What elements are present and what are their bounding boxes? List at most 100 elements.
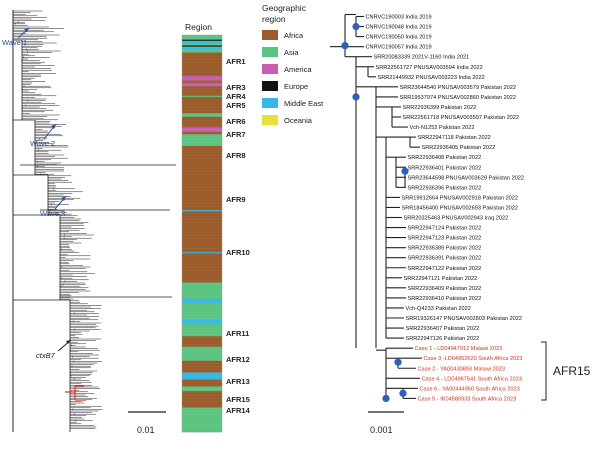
legend-label: Asia <box>284 48 299 57</box>
tip-label: SRR22947126 Pakistan 2022 <box>406 336 480 342</box>
tip-label: SRR22936410 Pakistan 2022 <box>408 296 482 302</box>
clade-label-afr12: AFR12 <box>226 355 250 364</box>
region-band <box>182 82 222 87</box>
legend-swatch <box>262 98 278 108</box>
tip-label: SRR22947123 Pakistan 2022 <box>408 236 482 242</box>
legend-swatch <box>262 115 278 125</box>
tip-label: Vch-N1252 Pakistan 2022 <box>410 125 475 131</box>
tip-label: SRR22936409 Pakistan 2022 <box>408 286 482 292</box>
tip-label: SRR19326147 PNUSAV002803 Pakistan 2022 <box>406 316 523 322</box>
tip-label: SRR22561718 PNUSAV003597 Pakistan 2022 <box>403 115 520 121</box>
case-tip-label: Case 2 - YA00430893 Malawi 2023 <box>418 366 506 372</box>
region-band <box>182 360 222 373</box>
clade-label-afr4: AFR4 <box>226 92 246 101</box>
wave-1-label: Wave 1 <box>2 38 27 47</box>
region-band <box>182 391 222 408</box>
tip-label: SRR19912664 PNUSAV002918 Pakistan 2022 <box>402 195 519 201</box>
right-scale-label: 0.001 <box>370 425 393 435</box>
tree-node <box>401 167 409 175</box>
region-band <box>182 40 222 43</box>
case-tip-label: Case 6 - YA00444950 South Africa 2023 <box>420 386 520 392</box>
clade-label-afr14: AFR14 <box>226 406 251 415</box>
region-band <box>182 346 222 362</box>
region-band <box>182 113 222 118</box>
region-band <box>182 379 222 387</box>
clade-label-afr15: AFR15 <box>226 395 250 404</box>
region-header: Region <box>185 22 212 32</box>
case-tip-label: Case 3 -LD04952620 South Africa 2023 <box>424 356 523 362</box>
legend-swatch <box>262 64 278 74</box>
case-tip-label: Case 5 - IK04580933 South Africa 2023 <box>418 396 517 402</box>
region-band <box>182 127 222 133</box>
arrow-icon <box>51 124 56 129</box>
region-band <box>182 47 222 50</box>
region-band <box>182 253 222 283</box>
tip-label: SRR22936396 Pakistan 2022 <box>408 185 482 191</box>
afr15-bracket <box>541 341 547 401</box>
tree-node <box>382 394 390 402</box>
legend-title-line1: Geographic <box>262 3 307 13</box>
clade-label-afr8: AFR8 <box>226 151 246 160</box>
tree-node <box>394 358 402 366</box>
region-band <box>182 49 222 53</box>
legend: Geographic region AfricaAsiaAmericaEurop… <box>262 3 324 125</box>
legend-swatch <box>262 47 278 57</box>
arrow-icon <box>24 28 29 32</box>
tip-label: CNRVC190057 India 2019 <box>366 45 432 51</box>
tip-label: SRR22936399 Pakistan 2022 <box>403 105 477 111</box>
clade-label-afr1: AFR1 <box>226 57 246 66</box>
wave-2-marker: Wave 2 <box>30 123 57 148</box>
ctxb7-label: ctxB7 <box>36 351 56 360</box>
region-band <box>182 43 222 46</box>
legend-label: America <box>284 65 312 74</box>
detail-tree-branches <box>330 13 422 399</box>
afr15-highlight-cluster <box>65 385 86 401</box>
region-band <box>182 46 222 49</box>
tip-label: Vch-Q4233 Pakistan 2022 <box>406 306 471 312</box>
tree-node <box>399 389 407 397</box>
tip-label: SRR22936401 Pakistan 2022 <box>408 165 482 171</box>
region-band <box>182 252 222 254</box>
clade-label-afr13: AFR13 <box>226 377 250 386</box>
case-tip-label: Case 1 - LD04947912 Malawi 2023 <box>415 346 503 352</box>
tip-label: SRR20325463 PNUSAV002943 Iraq 2022 <box>404 216 509 222</box>
tree-node <box>341 42 349 50</box>
legend-label: Middle East <box>284 99 324 108</box>
tip-label: CNRVC190050 India 2019 <box>366 35 432 41</box>
tip-label: SRR23644598 PNUSAV003629 Pakistan 2022 <box>408 175 525 181</box>
case-tip-label: Case 4 - LD04967541 South Africa 2023 <box>422 376 522 382</box>
tip-label: SRR21449932 PNUSAV003223 India 2022 <box>378 75 485 81</box>
tip-label: SRR18456400 PNUSAV002693 Pakistan 2022 <box>402 205 519 211</box>
clade-label-afr10: AFR10 <box>226 248 250 257</box>
tip-label: SRR22936408 Pakistan 2022 <box>408 155 482 161</box>
tree-node <box>352 22 360 31</box>
region-band <box>182 96 222 114</box>
clade-label-afr6: AFR6 <box>226 117 246 126</box>
detail-tree-nodes <box>341 22 409 402</box>
region-band <box>182 35 222 40</box>
tip-label: SRR22936407 Pakistan 2022 <box>406 326 480 332</box>
tip-label: SRR22561727 PNUSAV003594 India 2022 <box>376 65 483 71</box>
legend-label: Europe <box>284 82 308 91</box>
clade-label-afr7: AFR7 <box>226 130 246 139</box>
global-phylogenetic-tree: Wave 1 Wave 2 Wave 3 ctxB7 0.01 <box>2 10 176 435</box>
region-band <box>182 298 222 304</box>
region-band <box>182 386 222 392</box>
region-band <box>182 52 222 77</box>
legend-swatch <box>262 30 278 40</box>
tip-label: SRR20083339 2021V-1160 India 2021 <box>374 55 470 61</box>
afr15-clade-label: AFR15 <box>553 364 591 378</box>
region-band <box>182 95 222 98</box>
region-band <box>182 116 222 128</box>
region-band <box>182 45 222 47</box>
legend-label: Africa <box>284 31 304 40</box>
wave-2-label: Wave 2 <box>30 139 55 148</box>
tree-branches <box>12 10 103 432</box>
arrow-icon <box>61 196 66 201</box>
wave-1-marker: Wave 1 <box>2 27 30 47</box>
wave-3-marker: Wave 3 <box>40 195 67 218</box>
ctxb7-marker: ctxB7 <box>36 339 72 360</box>
